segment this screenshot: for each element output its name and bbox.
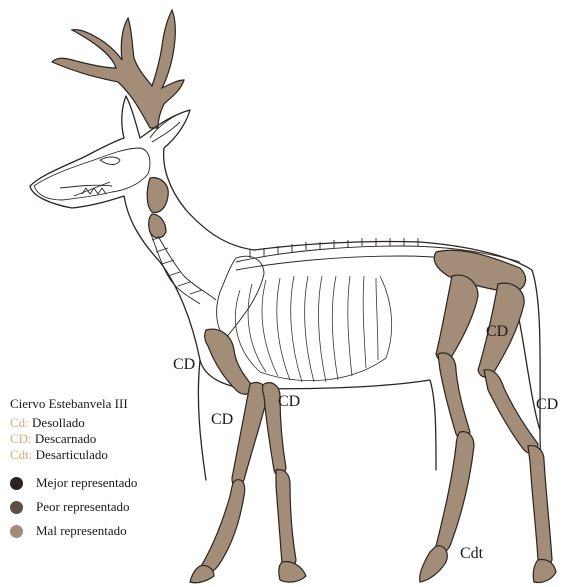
legend-item-label: Mejor representado	[36, 475, 137, 491]
legend-item-label: Mal representado	[36, 523, 127, 539]
rib-cage	[235, 276, 391, 382]
legend-abbr-text: Desarticulado	[36, 447, 108, 462]
label-cd-knee: CD	[211, 411, 233, 429]
legend-abbr-code: Cdt:	[10, 447, 32, 462]
neck-vertebrae	[147, 178, 216, 304]
legend-item-mal: Mal representado	[10, 519, 200, 543]
label-cd-thigh: CD	[486, 323, 508, 341]
legend-abbr-code: CD:	[10, 431, 32, 446]
legend-title: Ciervo Estebanvela III	[10, 396, 200, 412]
label-cd-chest: CD	[278, 393, 300, 411]
label-cd-neck: CD	[173, 356, 195, 374]
legend-abbr-cdt: Cdt: Desarticulado	[10, 447, 200, 463]
scapula	[217, 256, 264, 338]
antler	[52, 10, 184, 128]
swatch-dot	[10, 477, 23, 490]
hind-leg-near	[420, 275, 478, 582]
label-cd-rear: CD	[536, 396, 558, 414]
legend-abbr-text: Descarnado	[35, 431, 96, 446]
legend-representation: Mejor representado Peor representado Mal…	[10, 471, 200, 543]
swatch-dot	[10, 525, 23, 538]
legend-item-mejor: Mejor representado	[10, 471, 200, 495]
label-cdt-hoof: Cdt	[460, 545, 483, 563]
legend-abbr-text: Desollado	[32, 415, 85, 430]
legend-abbr-cd: Cd: Desollado	[10, 415, 200, 431]
front-leg-far	[263, 383, 307, 582]
skull	[34, 148, 150, 200]
legend-item-peor: Peor representado	[10, 495, 200, 519]
legend-item-label: Peor representado	[36, 499, 130, 515]
swatch-dot	[10, 501, 23, 514]
front-leg-near	[190, 329, 268, 583]
legend-abbr-code: Cd:	[10, 415, 29, 430]
legend: Ciervo Estebanvela III Cd: Desollado CD:…	[10, 396, 200, 543]
legend-abbr-cd-upper: CD: Descarnado	[10, 431, 200, 447]
